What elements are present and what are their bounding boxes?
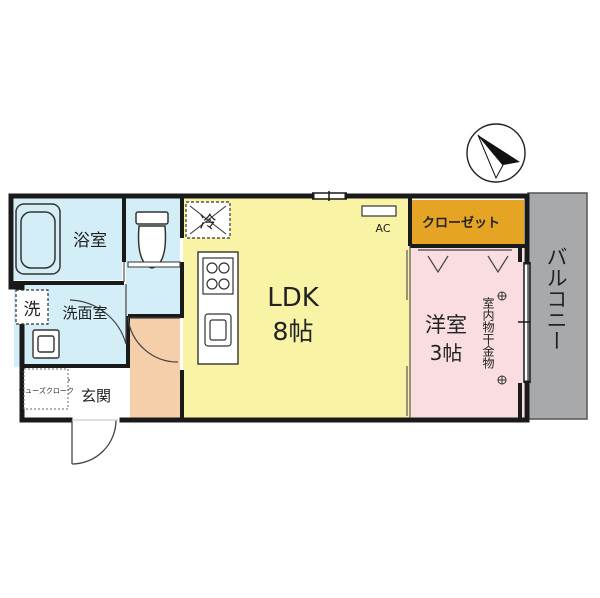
ldk-label: LDK — [267, 283, 320, 313]
washing-machine-icon: 洗 — [15, 289, 49, 325]
air-conditioner-label: AC — [375, 222, 390, 235]
interior-walls — [11, 196, 527, 420]
bathtub-icon — [15, 203, 61, 275]
entrance-door — [71, 419, 118, 465]
closet — [411, 200, 524, 244]
sink-icon — [204, 313, 232, 347]
balcony-label: バルコニー — [544, 246, 568, 351]
closet-doors — [418, 249, 512, 274]
shoe-cloak-label: シューズクローク — [18, 386, 74, 395]
washing-machine-label: 洗 — [24, 300, 41, 320]
stove-icon — [202, 257, 234, 295]
bath-label: 浴室 — [73, 231, 107, 251]
entrance-label: 玄関 — [81, 387, 111, 405]
refrigerator-label: 冷 — [200, 213, 217, 233]
washroom-door — [69, 284, 127, 345]
western-room-label: 洋室 — [425, 313, 467, 337]
western-room-size: 3帖 — [430, 341, 463, 365]
balcony — [527, 192, 588, 420]
hall-door — [127, 317, 180, 363]
shoe-cloak-area — [23, 368, 69, 410]
hallway — [130, 318, 180, 418]
refrigerator-icon: 冷 — [185, 201, 231, 239]
north-arrow-icon — [466, 123, 526, 183]
toilet-door — [127, 261, 181, 268]
western-room — [411, 244, 524, 418]
window-top — [312, 191, 347, 201]
wash-basin-icon — [32, 329, 60, 359]
indoor-drying-label: 室内物干金物 — [481, 296, 495, 369]
ldk-size: 8帖 — [273, 317, 314, 346]
washroom-label: 洗面室 — [62, 304, 107, 322]
walls — [8, 193, 530, 423]
indoor-drying-icon — [497, 291, 507, 385]
toilet-icon — [135, 211, 169, 269]
kitchen-counter — [197, 251, 239, 365]
window-balcony — [518, 262, 531, 383]
closet-label: クローゼット — [422, 215, 500, 231]
air-conditioner-icon: AC — [361, 205, 397, 235]
